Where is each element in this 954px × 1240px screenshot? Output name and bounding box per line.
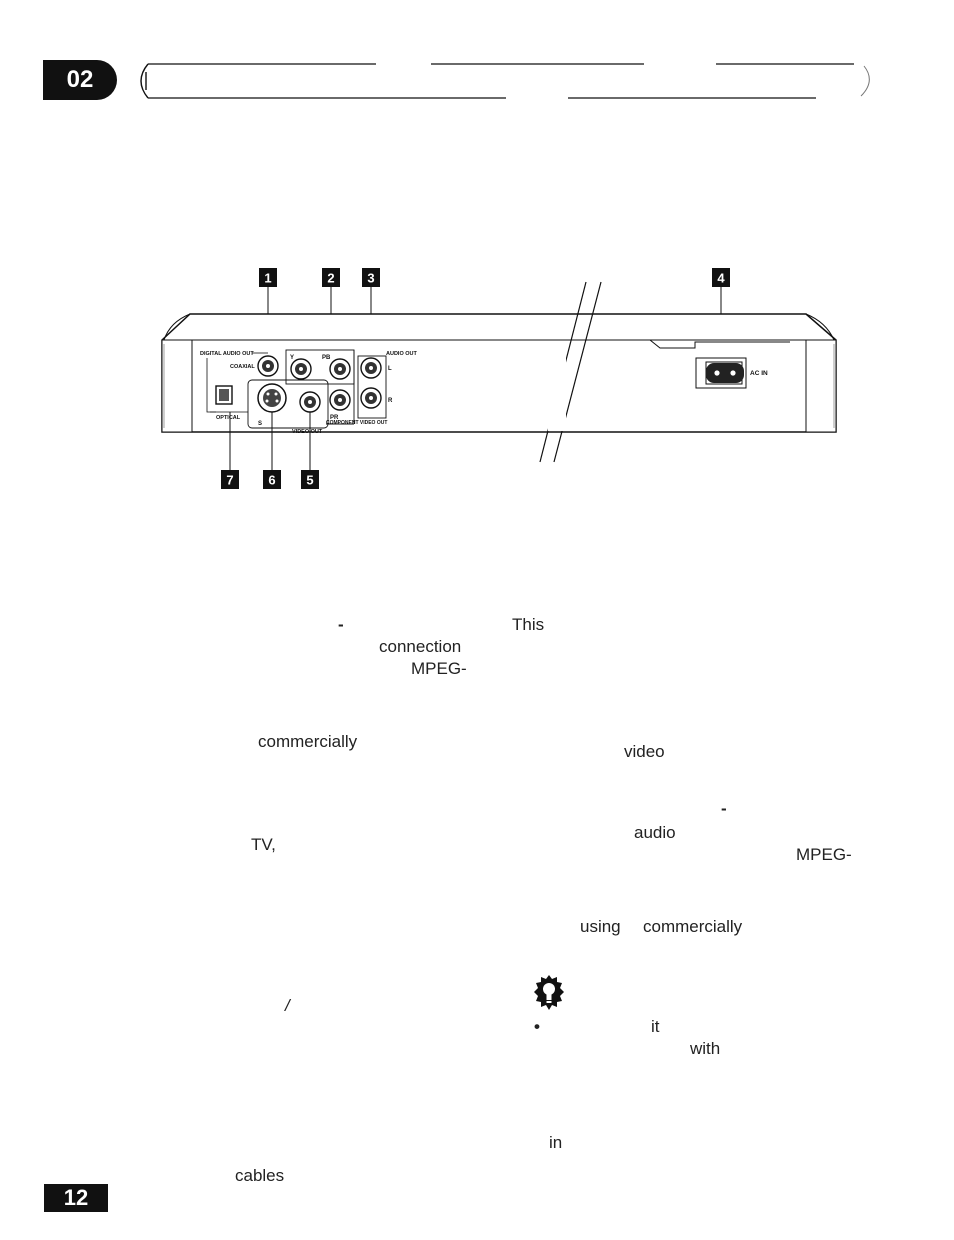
svg-text:2: 2 [327,271,334,286]
callout-6: 6 [263,470,281,489]
s-video-label: S [258,421,262,427]
text-with: with [690,1039,721,1058]
svg-text:5: 5 [306,473,313,488]
audio-out-label: AUDIO OUT [386,351,418,357]
component-pr-jack [329,389,351,411]
coaxial-jack [257,355,279,377]
video-out-label: VIDEO OUT [292,429,323,435]
svg-text:1: 1 [264,271,271,286]
text-commercially-1: commercially [258,732,358,751]
text-in: in [549,1133,563,1152]
svg-text:7: 7 [226,473,233,488]
text-mpeg-1: MPEG- [411,659,467,678]
pr-label: PR [330,415,339,421]
digital-audio-out-label: DIGITAL AUDIO OUT [200,351,254,357]
chapter-title-bracket [140,63,870,99]
s-video-jack [257,383,287,413]
svg-text:3: 3 [367,271,374,286]
text-cables: cables [235,1166,285,1185]
callout-5: 5 [301,470,319,489]
callout-7: 7 [221,470,239,489]
text-audio: audio [634,823,676,842]
callout-3: 3 [362,268,380,287]
ac-in-label: AC IN [750,370,768,377]
text-tv: TV, [251,835,276,854]
text-using: using [580,917,621,936]
text-video: video [624,742,665,761]
optical-jack [215,385,233,405]
component-y-jack [290,358,312,380]
ac-in-socket [695,357,747,389]
text-dash-2: - [721,799,727,818]
pb-label: PB [322,355,331,361]
callout-4: 4 [712,268,730,287]
chapter-number-badge: 02 [43,60,117,100]
text-commercially-2: commercially [643,917,743,936]
rear-panel-diagram: DIGITAL AUDIO OUT COAXIAL OPTICAL S VIDE… [161,268,837,489]
page-number: 12 [44,1184,108,1212]
callout-2: 2 [322,268,340,287]
audio-r-jack [360,387,382,409]
svg-text:6: 6 [268,473,275,488]
text-this: This [512,615,545,634]
component-video-out-label: COMPONENT VIDEO OUT [326,420,387,426]
audio-l-label: L [388,366,392,372]
text-slash: / [285,996,290,1015]
callout-1: 1 [259,268,277,287]
lightbulb-icon [534,975,564,1010]
text-it: it [651,1017,660,1036]
svg-text:4: 4 [717,271,725,286]
text-dash-1: - [338,615,344,634]
audio-l-jack [360,357,382,379]
component-pb-jack [329,358,351,380]
coaxial-label: COAXIAL [230,364,255,370]
text-connection: connection [379,637,462,656]
text-bullet: • [534,1017,540,1036]
text-mpeg-2: MPEG- [796,845,852,864]
composite-video-jack [299,391,321,413]
audio-r-label: R [388,398,393,404]
optical-label: OPTICAL [216,415,241,421]
y-label: Y [290,355,294,361]
